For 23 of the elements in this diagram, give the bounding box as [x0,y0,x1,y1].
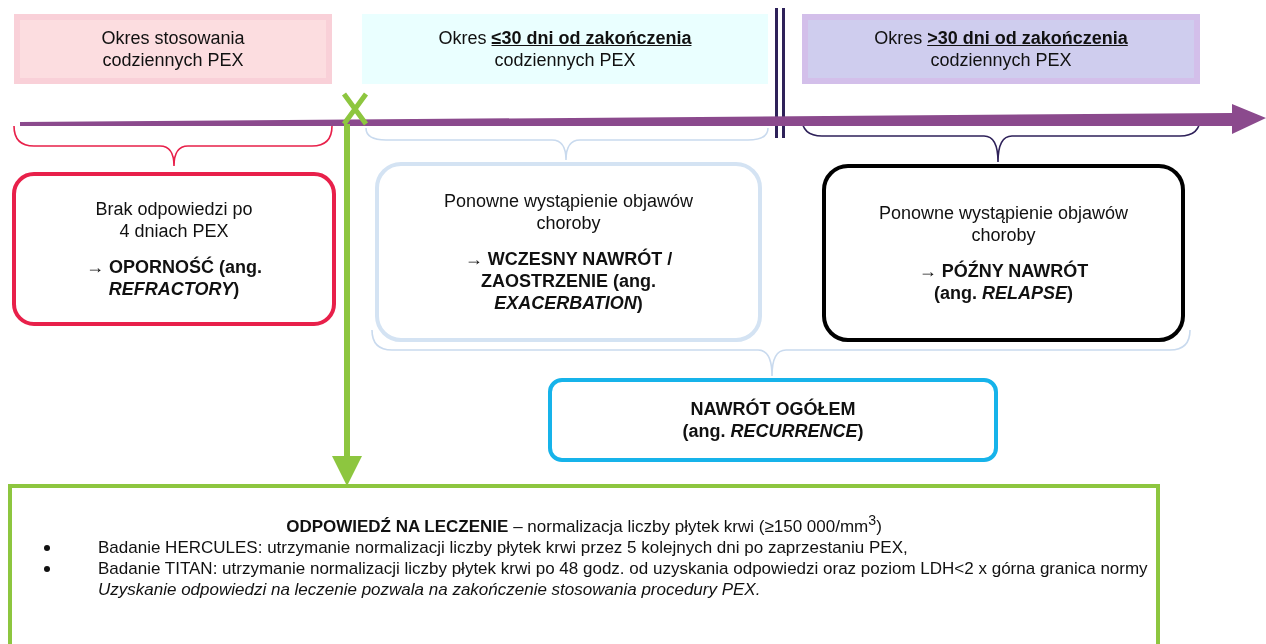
period-label: Okres ≤30 dni od zakończenia codziennych PEX [437,27,693,71]
bullet-item: Badanie TITAN: utrzymanie normalizacji liczby płytek krwi po 48 godz. od uzyskania odpowiedzi oraz poziom LDH<2 x górna granica normy [84,557,1156,579]
period-label: Okres >30 dni od zakończenia codziennych PEX [873,27,1129,71]
outcome-label: NAWRÓT OGÓŁEM (ang. RECURRENCE) [681,398,865,442]
description-text: Ponowne wystąpienie objawów choroby [877,202,1130,246]
outcome-label: → PÓŹNY NAWRÓT (ang. RELAPSE) [917,260,1090,304]
description-text: Brak odpowiedzi po 4 dniach PEX [94,198,254,242]
period-band [14,14,332,84]
period-label: Okres stosowania codziennych PEX [100,27,246,71]
heading-text: ODPOWIEDŹ NA LECZENIE – normalizacja liczby płytek krwi (≥150 000/mm$^{3}$) [285,511,883,537]
outcome-box [12,172,336,326]
description-text: Ponowne wystąpienie objawów choroby [442,190,695,234]
outcome-box [548,378,998,462]
outcome-label: → WCZESNY NAWRÓT / ZAOSTRZENIE (ang. EXACERBATION) [463,248,674,314]
response-box [8,484,1160,644]
period-band [802,14,1200,84]
note-text: Uzyskanie odpowiedzi na leczenie pozwala na zakończenie stosowania procedury PEX. [98,578,762,600]
outcome-box [375,162,762,342]
arrow [332,124,362,486]
outcome-label: → OPORNOŚĆ (ang. REFRACTORY) [85,256,263,300]
outcome-box [822,164,1185,342]
timeline-arrow [20,104,1266,134]
bullet-item: Badanie HERCULES: utrzymanie normalizacji liczby płytek krwi przez 5 kolejnych dni po zaprzestaniu PEX, [84,536,1156,558]
